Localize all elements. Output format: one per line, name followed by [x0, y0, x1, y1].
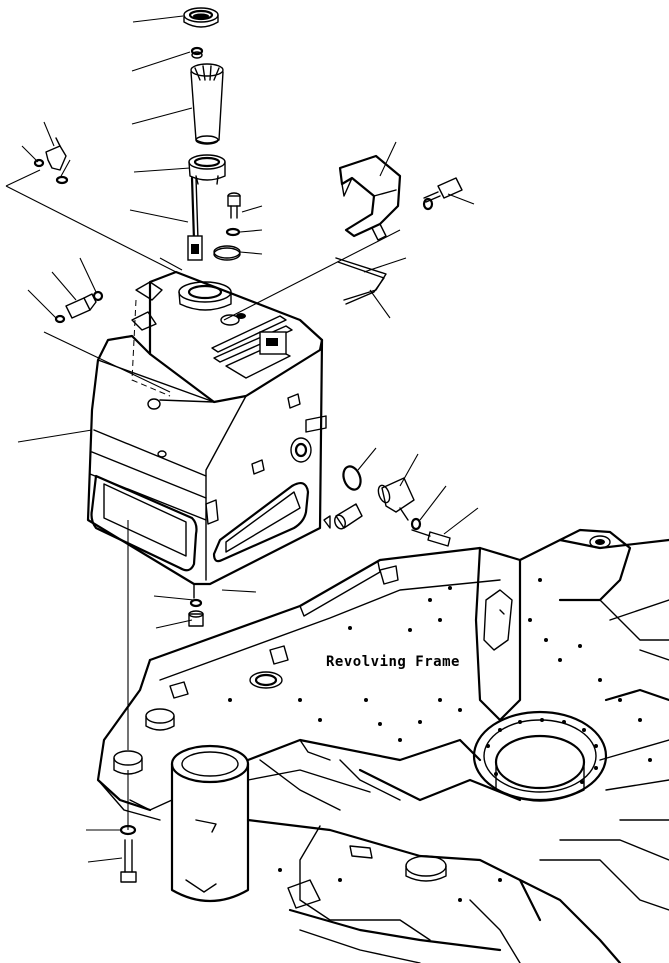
plug-icon [334, 503, 363, 530]
bolt-icon [411, 529, 451, 547]
drain-plug-icon [188, 598, 204, 627]
filter-collar-icon [188, 154, 226, 185]
level-gauge-rod-icon [187, 176, 203, 261]
revolving-frame-icon [96, 528, 669, 963]
small-gasket-icon [190, 46, 204, 59]
revolving-frame-label: Revolving Frame [326, 654, 460, 670]
sensor-icon [377, 477, 422, 531]
mount-cushion-icon [113, 750, 143, 775]
o-ring-icon [342, 465, 362, 491]
strainer-tube-icon [190, 63, 224, 145]
washer-icon [225, 227, 241, 237]
breather-bracket-icon [338, 154, 402, 241]
hydraulic-tank-icon [86, 270, 331, 599]
leader-lines [5, 15, 479, 863]
elbow-fitting-icon [33, 137, 69, 185]
filler-cap-icon [183, 7, 219, 28]
cover-plate-icon [213, 245, 241, 261]
bolt-icon [227, 192, 241, 219]
bolt-icon [120, 839, 137, 883]
connector-fitting-icon [54, 290, 104, 324]
washer-icon [119, 824, 137, 836]
hose-clip-icon [335, 257, 387, 305]
bolt-icon [422, 177, 463, 211]
